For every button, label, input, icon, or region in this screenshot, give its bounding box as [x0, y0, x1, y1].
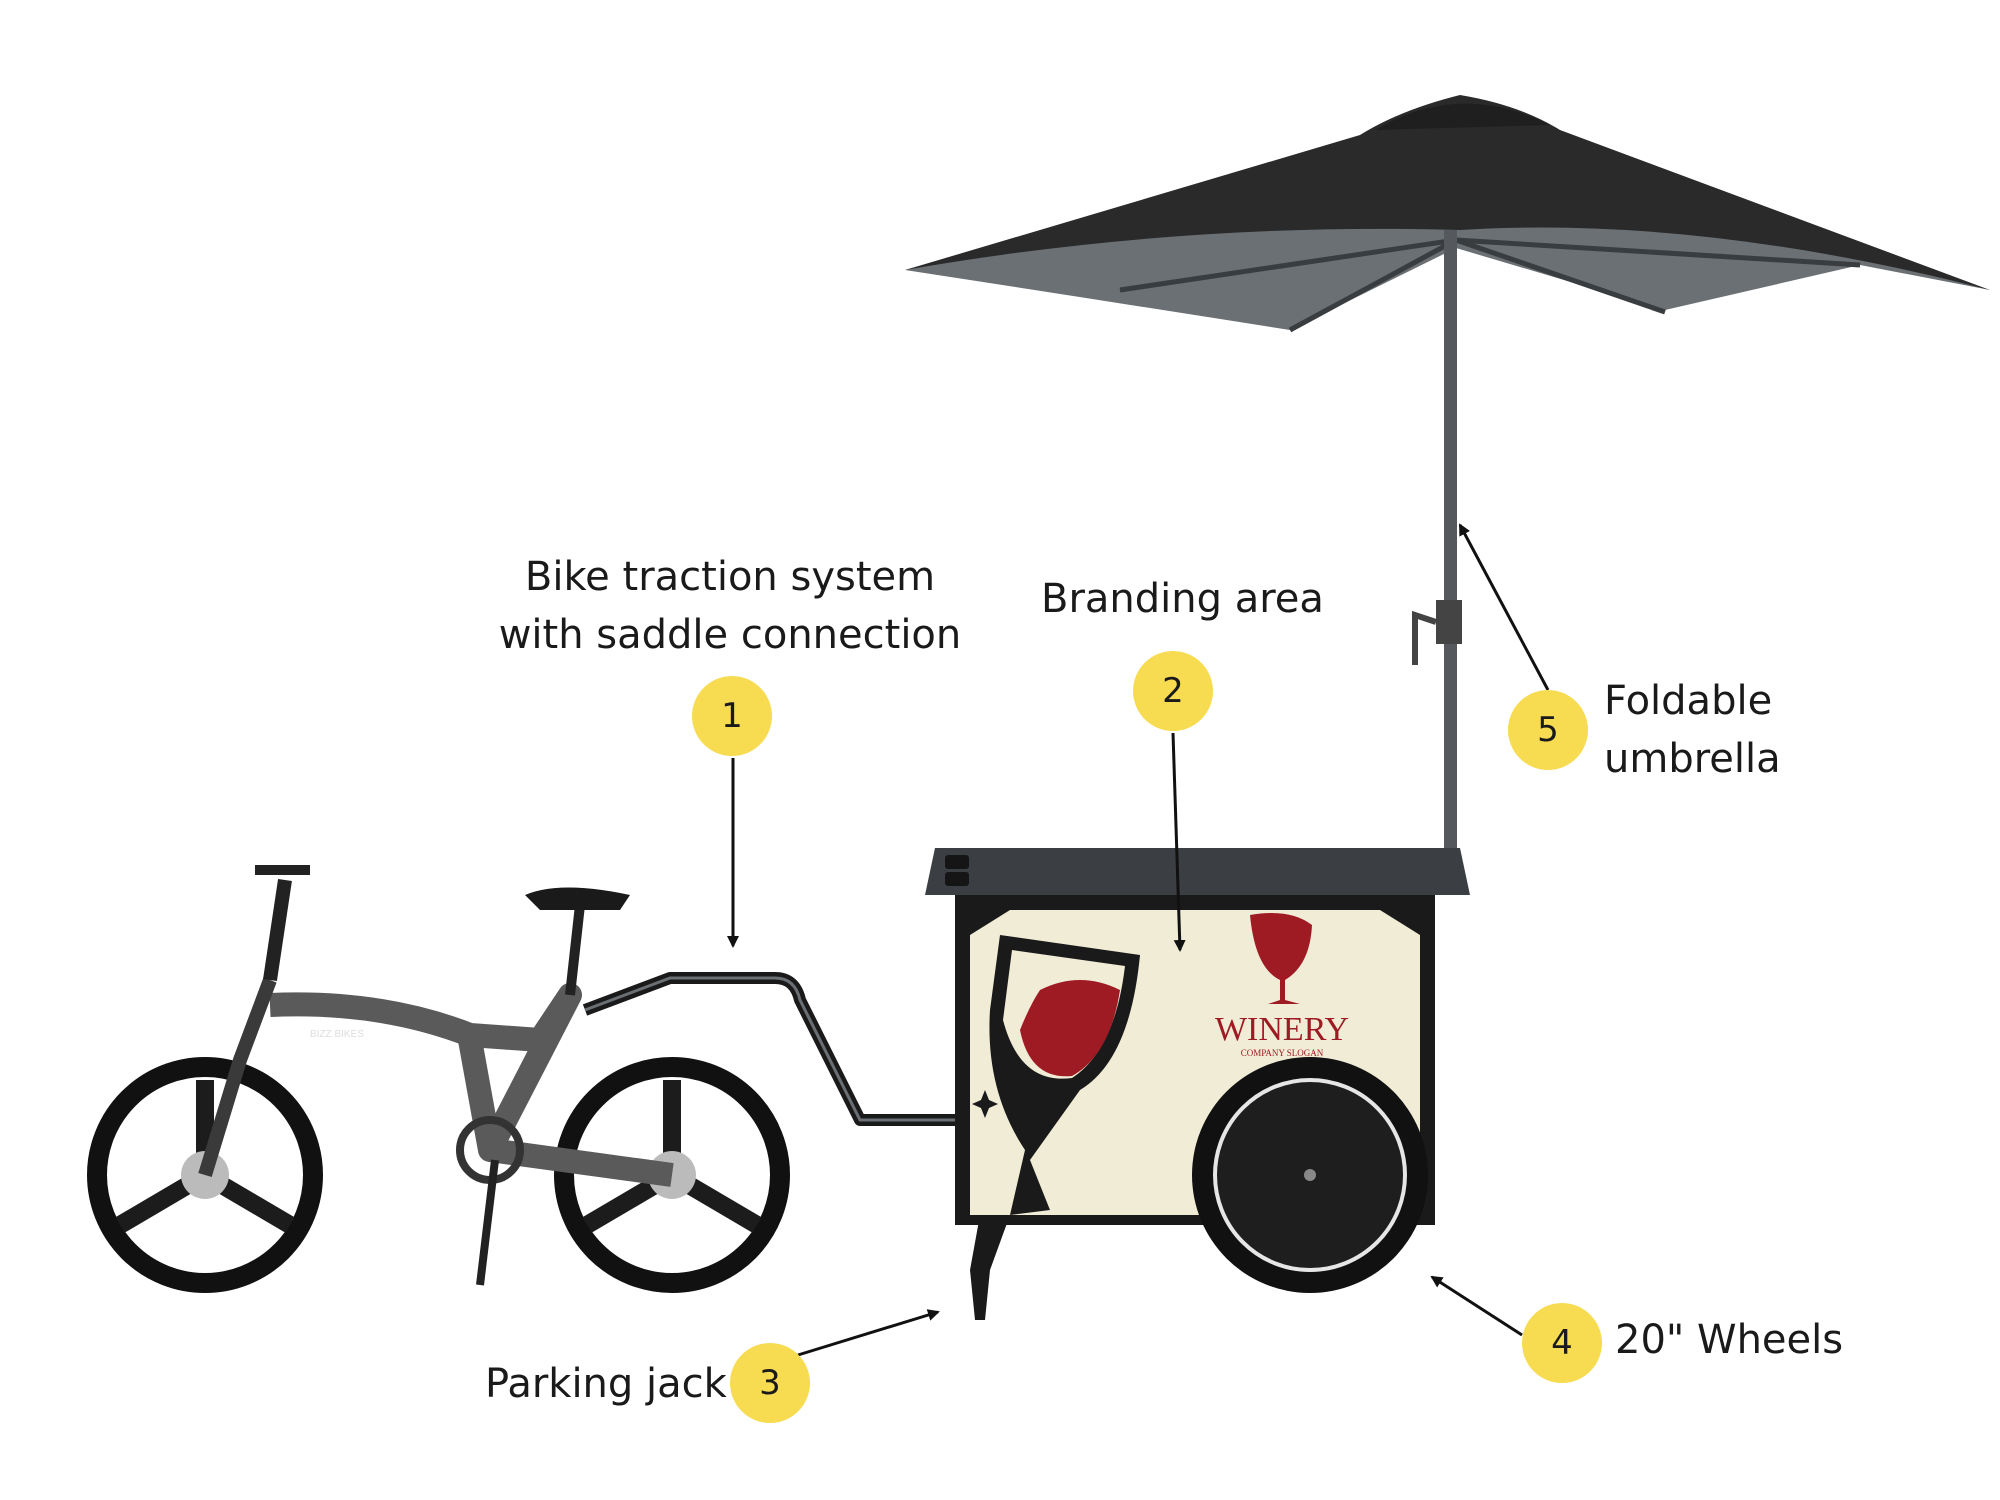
umbrella-crank-handle	[1412, 610, 1437, 665]
bike-brand-text: BIZZ BIKES	[310, 1029, 364, 1040]
callout-1-badge: 1	[692, 676, 772, 756]
bike-fork	[198, 977, 277, 1178]
callout-4-badge: 4	[1522, 1303, 1602, 1383]
bike-front-wheel	[87, 1057, 323, 1293]
callout-3-badge: 3	[730, 1343, 810, 1423]
bike-saddle	[525, 887, 630, 910]
bike: BIZZ BIKES	[87, 865, 790, 1293]
umbrella-pole	[1444, 230, 1457, 850]
panel-corner-bracket	[970, 910, 1010, 935]
cart-top	[925, 848, 1470, 895]
winery-logo-text: WINERY	[1215, 1011, 1349, 1048]
callout-1-label-line2: with saddle connection	[498, 612, 962, 658]
winery-logo-slogan: COMPANY SLOGAN	[1241, 1048, 1324, 1058]
callout-5-label: Foldable umbrella	[1604, 672, 1781, 788]
callout-5-badge: 5	[1508, 690, 1588, 770]
callout-1-label: Bike traction system with saddle connect…	[455, 548, 1005, 664]
cart-wheel-hub	[1304, 1169, 1316, 1181]
callout-5-label-line2: umbrella	[1604, 736, 1781, 782]
bike-seatpost	[565, 904, 585, 996]
tow-bar-highlight	[584, 976, 955, 1122]
callout-2-badge: 2	[1133, 651, 1213, 731]
umbrella-canopy	[905, 95, 1990, 290]
umbrella	[905, 95, 1990, 850]
bike-frame	[269, 983, 674, 1187]
callout-3-arrow	[797, 1309, 940, 1357]
umbrella-finial	[1375, 103, 1550, 130]
cart-top-slot	[945, 872, 969, 886]
sparkle-icon	[972, 1090, 998, 1118]
panel-corner-bracket	[1380, 910, 1420, 935]
callout-5-label-line1: Foldable	[1604, 678, 1773, 724]
wine-glass-wine	[1020, 980, 1120, 1077]
callout-4-label: 20" Wheels	[1615, 1317, 1844, 1363]
callout-2-arrow	[1171, 732, 1186, 952]
callout-1-label-line1: Bike traction system	[524, 554, 936, 600]
callout-5-arrow	[1458, 523, 1550, 691]
parking-jack	[970, 1215, 1010, 1320]
bike-stem	[263, 878, 292, 982]
cart: WINERY COMPANY SLOGAN	[925, 848, 1470, 1320]
umbrella-ribs	[1119, 237, 1861, 333]
cart-top-slot	[945, 855, 969, 869]
callout-4-arrow	[1430, 1275, 1523, 1337]
callout-3-label: Parking jack	[485, 1361, 727, 1407]
bike-kickstand	[476, 1159, 499, 1286]
callout-2-label: Branding area	[1041, 576, 1324, 622]
winery-logo-glass	[1250, 912, 1312, 1004]
umbrella-crank	[1436, 600, 1462, 644]
bike-rear-wheel	[554, 1057, 790, 1293]
tow-bar	[582, 972, 955, 1126]
